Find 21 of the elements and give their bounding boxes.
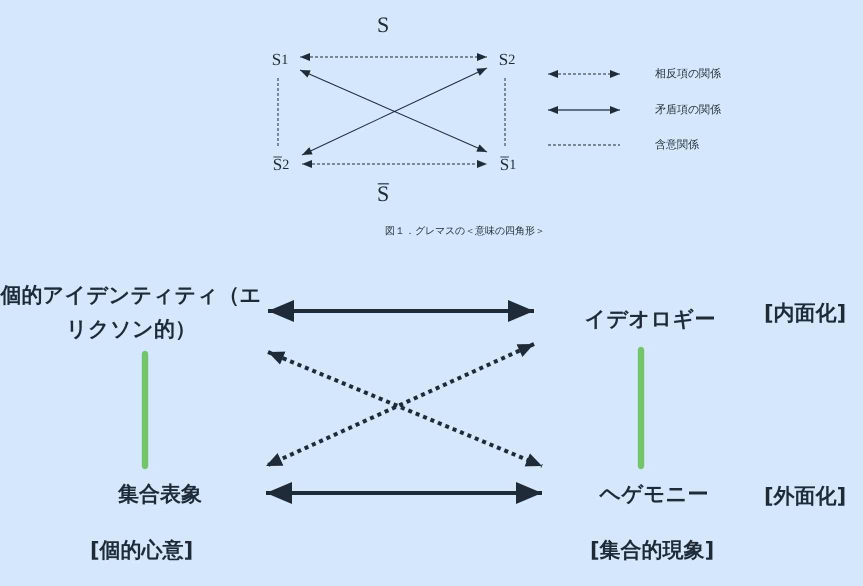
concept-label: イデオロギー — [540, 294, 760, 344]
annotation-label: [内面化] — [764, 300, 846, 327]
double-arrow — [302, 160, 488, 168]
double-arrow — [268, 300, 534, 322]
concept-label: ヘゲモニー — [548, 472, 760, 516]
annotation-label: [外面化] — [764, 483, 846, 510]
connector-line — [142, 350, 148, 470]
figure-caption: 図１．グレマスの＜意味の四角形＞ — [385, 224, 545, 238]
legend-text: 含意関係 — [655, 137, 699, 152]
connector-line — [638, 346, 644, 470]
connector-line — [504, 78, 506, 146]
section-title: S — [377, 12, 390, 38]
annotation-label: [集合的現象] — [590, 537, 714, 564]
annotation-label: [個的心意] — [90, 537, 194, 564]
legend-text: 相反項の関係 — [655, 66, 721, 81]
section-title: S̅ — [377, 181, 390, 207]
double-arrow — [300, 53, 488, 61]
double-arrow — [266, 482, 542, 504]
concept-label: 集合表象 — [60, 472, 260, 516]
concept-label: 個的アイデンティティ（エリクソン的） — [0, 276, 262, 348]
legend-text: 矛盾項の関係 — [655, 102, 721, 117]
